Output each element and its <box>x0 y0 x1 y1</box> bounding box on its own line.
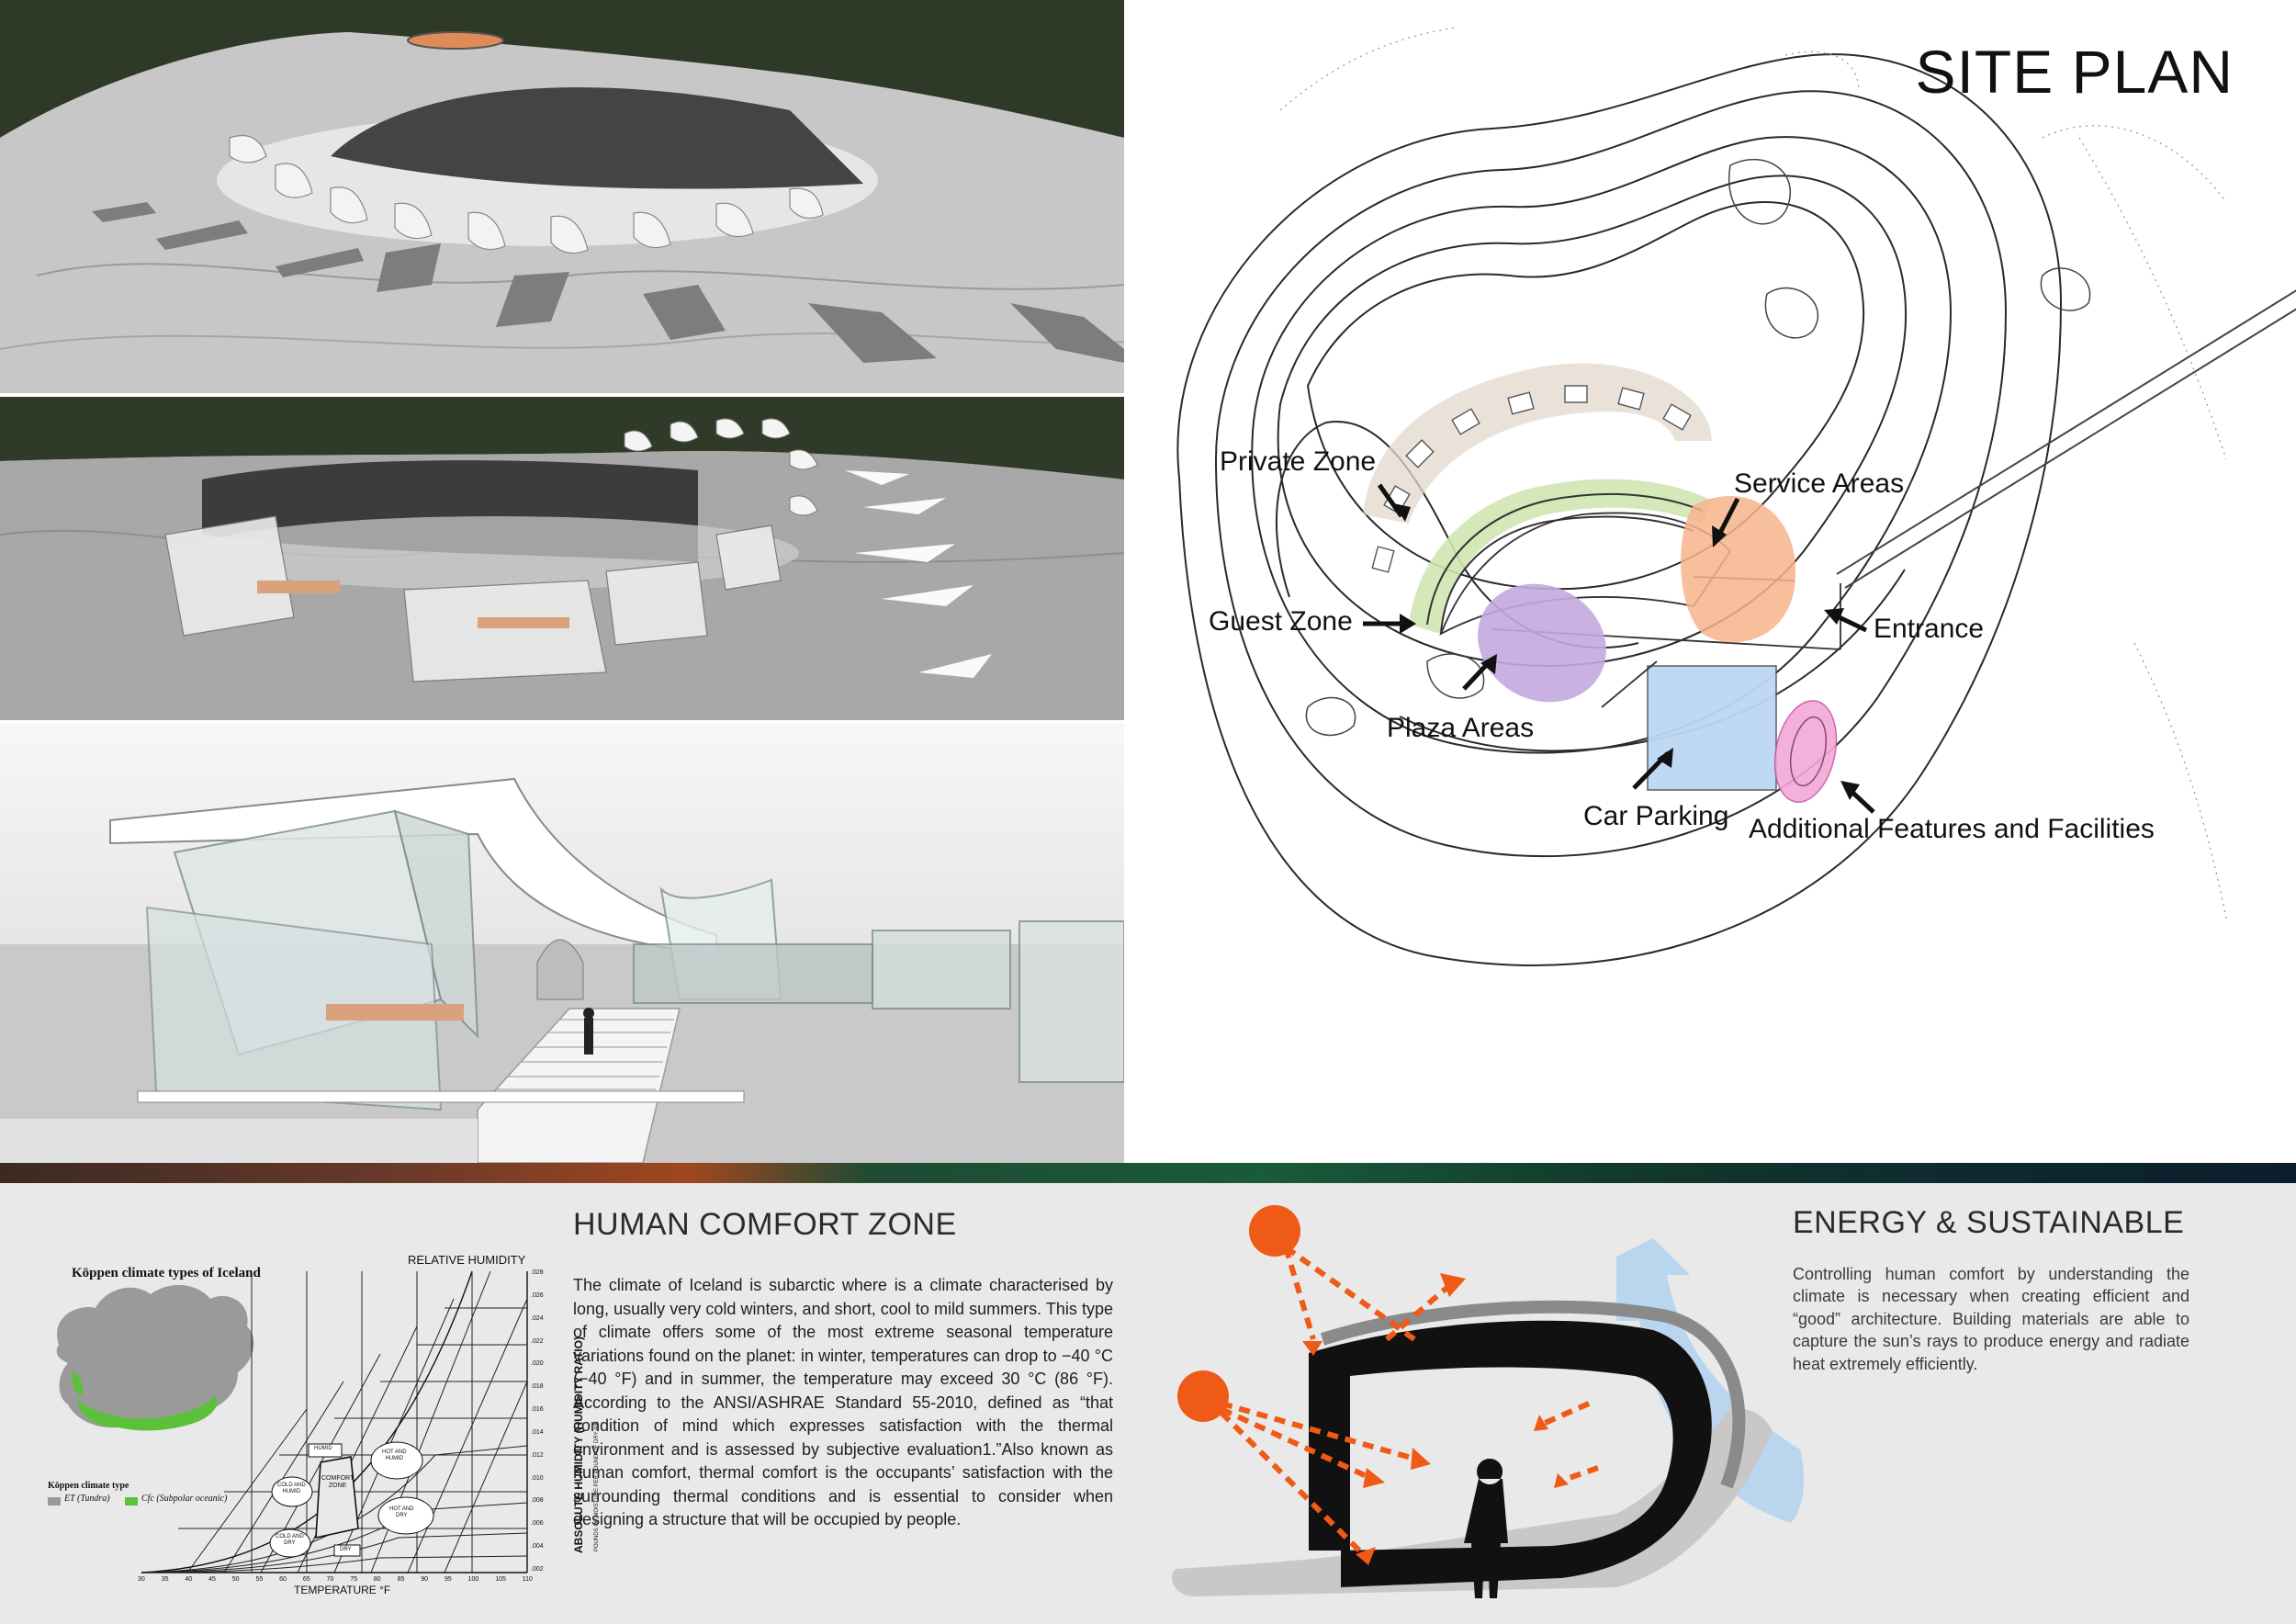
site-plan-title: SITE PLAN <box>1915 38 2234 106</box>
zone-cold-dry: COLD AND DRY <box>276 1534 304 1546</box>
additional-facilities-label: Additional Features and Facilities <box>1749 814 2155 844</box>
y-tick: .014 <box>531 1428 544 1436</box>
additional-facilities-zone <box>1773 700 1838 803</box>
human-comfort-title: HUMAN COMFORT ZONE <box>573 1207 957 1242</box>
x-tick: 110 <box>522 1576 533 1583</box>
human-comfort-section: HUMAN COMFORT ZONE The climate of Icelan… <box>573 1207 1113 1532</box>
x-tick: 40 <box>185 1576 193 1583</box>
energy-sustainable-section: ENERGY & SUSTAINABLE Controlling human c… <box>1793 1205 2189 1375</box>
guest-zone-label: Guest Zone <box>1209 606 1353 637</box>
car-parking-label: Car Parking <box>1583 801 1729 831</box>
x-tick: 85 <box>397 1576 405 1583</box>
contour-line <box>1277 175 1908 667</box>
plaza-areas-label: Plaza Areas <box>1387 713 1535 743</box>
y-tick: .020 <box>531 1360 544 1368</box>
y-tick: .002 <box>531 1565 544 1573</box>
person-silhouette <box>1464 1459 1508 1598</box>
building-shell <box>1309 1320 1712 1587</box>
y-tick: .006 <box>531 1520 544 1528</box>
y-tick: .028 <box>531 1269 544 1276</box>
hot-humid-ellipse <box>370 1441 423 1480</box>
bottom-info-strip: Köppen climate types of Iceland Köppen c… <box>0 1183 2296 1624</box>
x-tick: 80 <box>373 1576 381 1583</box>
x-tick: 45 <box>208 1576 216 1583</box>
y-tick: .026 <box>531 1291 544 1299</box>
human-comfort-text: The climate of Iceland is subarctic wher… <box>573 1276 1113 1529</box>
perspective-render-middle <box>0 397 1124 720</box>
guest-zone-band <box>1409 479 1712 634</box>
y-tick: .022 <box>531 1337 544 1345</box>
perspective-render-illustration <box>0 397 1124 720</box>
iceland-map-cfc-region <box>77 1396 218 1431</box>
y-tick: .024 <box>531 1314 544 1322</box>
x-tick: 95 <box>444 1576 452 1583</box>
contour-line <box>1251 136 1953 754</box>
contour-line <box>1214 90 2008 858</box>
legend-item-cfc: Cfc (Subpolar oceanic) <box>141 1494 228 1504</box>
zone-hot-dry: HOT AND DRY <box>389 1506 414 1518</box>
entrance-render-illustration <box>0 724 1124 1163</box>
x-tick: 105 <box>495 1576 506 1583</box>
plaza-areas-zone <box>1478 583 1606 703</box>
car-parking-zone <box>1647 665 1777 791</box>
cold-dry-ellipse <box>269 1528 311 1558</box>
x-tick: 60 <box>279 1576 287 1583</box>
contour-line <box>1176 53 2063 966</box>
x-tick: 70 <box>326 1576 334 1583</box>
zone-humid: HUMID <box>314 1446 332 1451</box>
entrance-label: Entrance <box>1874 614 1985 644</box>
energy-sustainable-text: Controlling human comfort by understandi… <box>1793 1265 2189 1373</box>
sun-icon <box>1249 1205 1300 1257</box>
energy-sustainable-title: ENERGY & SUSTAINABLE <box>1793 1205 2185 1240</box>
legend-swatch-cfc <box>125 1497 138 1506</box>
service-areas-label: Service Areas <box>1734 468 1905 499</box>
contour-line <box>1306 201 1865 591</box>
y-tick: .012 <box>531 1451 544 1459</box>
aurora-divider-band <box>0 1163 2296 1183</box>
iceland-map <box>56 1284 254 1429</box>
legend-item-et: ET (Tundra) <box>64 1494 110 1504</box>
site-plan-panel: SITE PLAN Private Zone Service Areas Gue… <box>1124 0 2296 1163</box>
x-tick: 30 <box>138 1576 145 1583</box>
x-tick: 65 <box>302 1576 310 1583</box>
cold-humid-ellipse <box>271 1476 313 1507</box>
koppen-map-title: Köppen climate types of Iceland <box>72 1266 261 1280</box>
x-tick: 90 <box>421 1576 429 1583</box>
x-tick: 55 <box>255 1576 264 1583</box>
y-tick: .008 <box>531 1497 544 1505</box>
psychrometric-chart <box>141 1270 528 1573</box>
y-tick: .018 <box>531 1383 544 1391</box>
x-tick: 100 <box>467 1576 479 1583</box>
zone-cold-humid: COLD AND HUMID <box>277 1483 306 1494</box>
hot-dry-ellipse <box>377 1496 434 1535</box>
zone-dry: DRY <box>340 1547 352 1552</box>
zone-hot-humid: HOT AND HUMID <box>382 1449 407 1461</box>
comfort-zone-outline <box>315 1456 359 1539</box>
x-tick: 75 <box>350 1576 357 1583</box>
chart-top-label: RELATIVE HUMIDITY <box>408 1253 526 1267</box>
aerial-render-top <box>0 0 1124 393</box>
climate-graphics <box>48 1270 528 1573</box>
aerial-render-illustration <box>0 0 1124 393</box>
private-zone-label: Private Zone <box>1220 446 1377 477</box>
chart-x-label: TEMPERATURE °F <box>294 1584 391 1596</box>
service-areas-zone <box>1681 496 1796 643</box>
entrance-render-bottom <box>0 724 1124 1163</box>
koppen-legend-title: Köppen climate type <box>48 1481 129 1491</box>
x-tick: 50 <box>231 1576 240 1583</box>
energy-diagram-illustration <box>1172 1205 1805 1598</box>
zone-comfort: COMFORT ZONE <box>321 1475 355 1489</box>
y-tick: .016 <box>531 1406 544 1414</box>
chart-x-ticks: 30 35 40 45 50 55 60 65 70 75 80 85 90 9… <box>138 1576 533 1583</box>
legend-swatch-et <box>48 1497 61 1506</box>
climate-panel: Köppen climate types of Iceland Köppen c… <box>40 1216 600 1602</box>
sun-icon <box>1177 1370 1229 1422</box>
y-tick: .010 <box>531 1474 544 1482</box>
energy-diagram <box>1139 1183 1818 1624</box>
chart-y-ticks: .028 .026 .024 .022 .020 .018 .016 .014 … <box>531 1269 544 1573</box>
y-tick: .004 <box>531 1543 544 1551</box>
x-tick: 35 <box>161 1576 169 1583</box>
site-plan-drawing <box>1176 27 2296 966</box>
